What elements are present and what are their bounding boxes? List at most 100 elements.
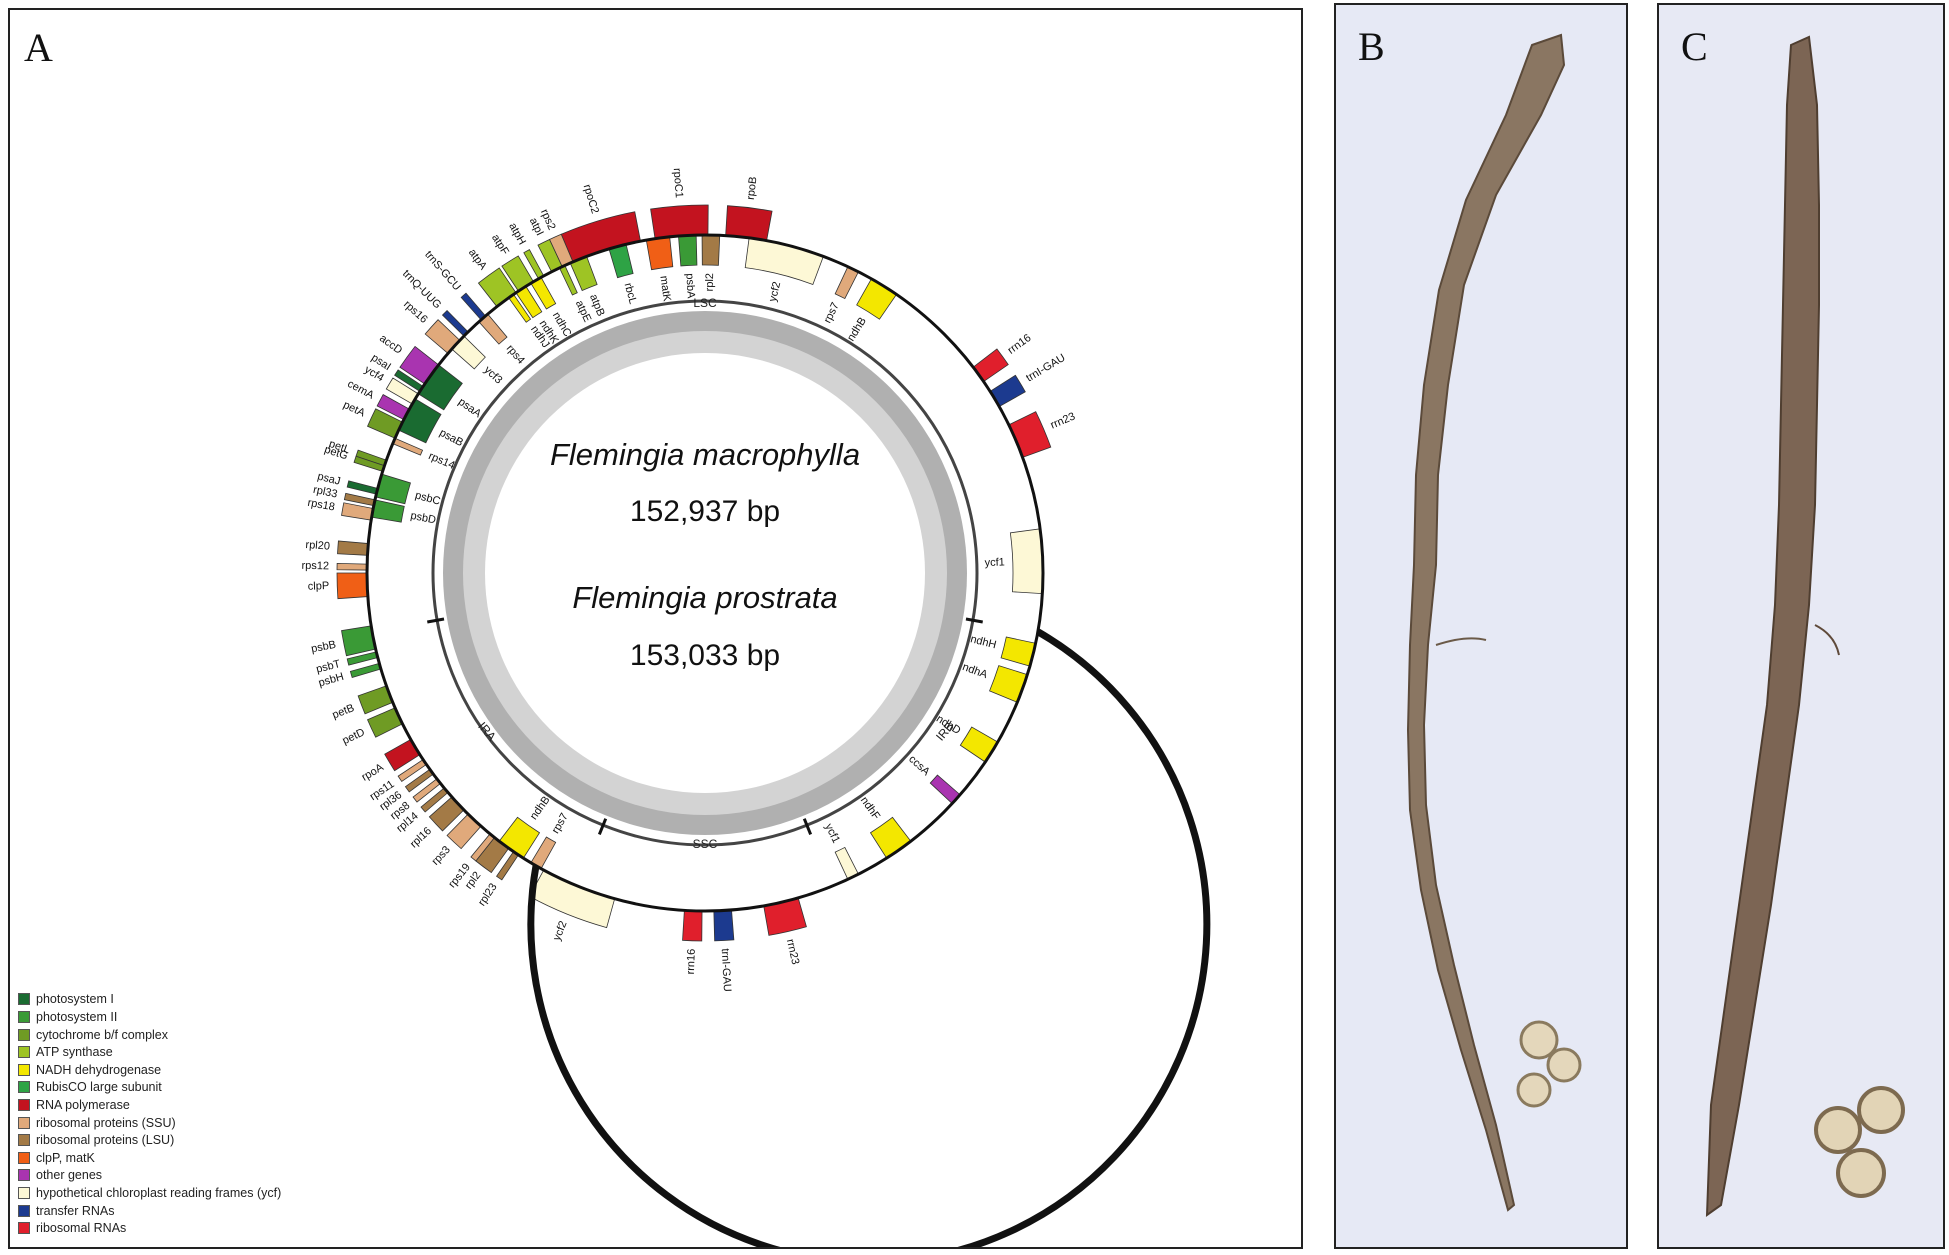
gene-label: rps14 [427,450,457,472]
gene-block [371,499,405,523]
gene-label: rbcL [622,282,639,306]
legend-item: ribosomal proteins (SSU) [18,1114,281,1132]
gene-label: rpoA [360,761,387,784]
gene-block [713,909,735,942]
gene-label: rps3 [430,844,453,868]
genome-length-2: 153,033 bp [630,639,780,672]
gene-label: rps16 [401,298,429,325]
root-rootlet [1814,624,1840,656]
root-slice [1546,1047,1582,1083]
legend-label: clpP, matK [36,1150,95,1165]
panel-c-root-photo: C [1657,3,1945,1249]
gene-label: rps18 [307,497,336,514]
gene-block [1008,411,1052,458]
root-body [1406,33,1566,1212]
gene-label: cemA [345,378,376,402]
legend-item: RubisCO large subunit [18,1079,281,1097]
gene-label: rpl16 [408,825,434,850]
legend-item: photosystem II [18,1008,281,1026]
legend-label: NADH dehydrogenase [36,1062,162,1077]
gene-block [959,726,999,763]
legend-item: ribosomal RNAs [18,1219,281,1237]
gene-label: psbA [683,273,696,299]
gene-label: ycf3 [482,364,505,387]
gene-label: petD [341,726,367,747]
gene-label: clpP [308,580,330,593]
gene-block [682,909,703,942]
flemingia-prostrata-root-image [1705,35,1905,1217]
legend-label: cytochrome b/f complex [36,1027,168,1042]
root-slice [1516,1072,1552,1108]
gene-label: rpoB [745,176,760,201]
legend-item: ATP synthase [18,1043,281,1061]
root-slice [1836,1148,1886,1198]
gene-label: ycf2 [551,919,570,942]
gene-block [341,502,374,521]
legend-item: clpP, matK [18,1149,281,1167]
legend-label: hypothetical chloroplast reading frames … [36,1186,282,1201]
gene-label: rps7 [550,811,571,836]
legend-swatch [18,993,30,1006]
root-body [1705,35,1820,1217]
gene-block [460,292,487,321]
gene-label: psbC [414,489,442,507]
gene-label: ycf1 [984,556,1005,569]
gene-label: petB [331,702,356,721]
gene-label: psaJ [316,470,341,487]
gene-block [336,562,368,571]
legend-swatch [18,1151,30,1164]
gene-block [1009,528,1044,595]
gene-label: psaB [437,427,465,449]
gene-block [336,572,369,600]
gene-label: rps7 [822,301,842,326]
legend-swatch [18,1046,30,1059]
legend-item: hypothetical chloroplast reading frames … [18,1184,281,1202]
species-name-2: Flemingia prostrata [572,580,837,615]
gene-block [678,234,698,267]
gene-label: trnI-GAU [719,948,733,992]
legend-label: RNA polymerase [36,1098,130,1113]
gene-label: rpl20 [305,539,330,553]
gene-label: rrn23 [1049,410,1077,431]
gene-label: rpl2 [704,273,716,292]
gene-label: rpl23 [476,881,500,908]
gene-block [989,665,1028,703]
gene-block [346,480,379,495]
gene-label: ndhB [845,315,869,343]
legend-swatch [18,1081,30,1094]
gene-block [528,869,616,929]
legend-label: other genes [36,1168,103,1183]
gene-label: psaA [456,396,484,421]
gene-label: rpl33 [312,484,338,501]
outer-genome-ring [365,233,1045,913]
gene-label: rps12 [301,560,329,572]
root-rootlet [1435,637,1487,646]
legend-label: photosystem I [36,992,114,1007]
gene-label: ycf2 [767,280,784,302]
gene-label: petA [341,399,367,420]
legend-item: NADH dehydrogenase [18,1061,281,1079]
gene-label: rrn16 [685,949,698,975]
legend-swatch [18,1204,30,1217]
panel-b-root-photo: B [1334,3,1628,1249]
region-label-ssc: SSC [693,837,718,851]
gene-label: psbD [409,510,437,527]
gene-block [701,234,721,266]
flemingia-macrophylla-root-image [1406,33,1582,1212]
legend-label: ribosomal proteins (LSU) [36,1133,175,1148]
region-tick [427,617,445,624]
legend-item: RNA polymerase [18,1096,281,1114]
genome-length-1: 152,937 bp [630,495,780,528]
region-tick [597,818,608,836]
gene-label: rrn23 [784,938,801,966]
legend-label: ribosomal proteins (SSU) [36,1115,176,1130]
legend-item: other genes [18,1167,281,1185]
gene-label: accD [377,332,404,356]
legend-swatch [18,1134,30,1147]
gene-label: ccsA [906,753,932,778]
legend-swatch [18,1063,30,1076]
legend-swatch [18,1116,30,1129]
region-ring [431,299,979,847]
